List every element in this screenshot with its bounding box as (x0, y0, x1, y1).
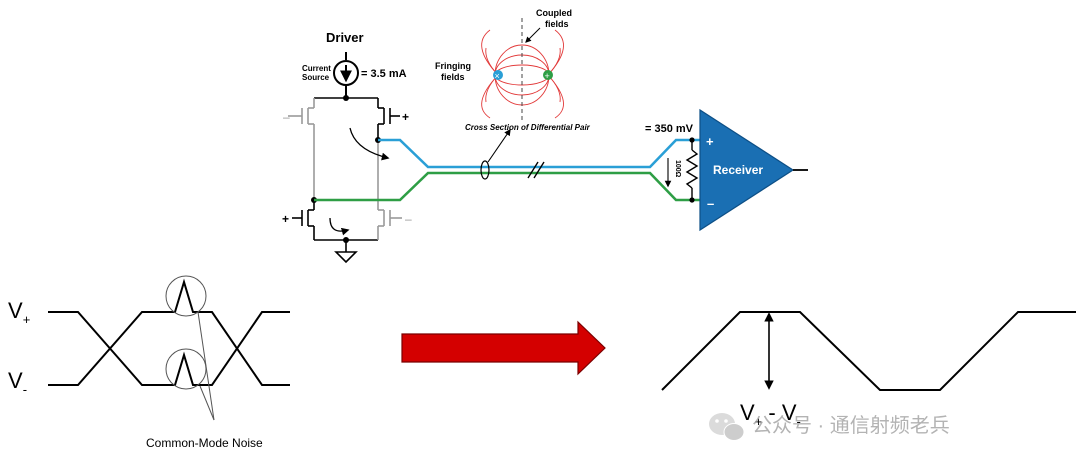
current-source-label-2: Source (302, 73, 330, 82)
current-path-arrow-top (349, 127, 390, 161)
receiver-minus: – (707, 196, 714, 211)
diff-label: V+ - V- (740, 400, 801, 429)
vplus-label: V+ (8, 298, 30, 327)
cross-section-caption: Cross Section of Differential Pair (465, 123, 591, 132)
right-bottom-transistor (377, 200, 402, 240)
termination-resistor (685, 149, 699, 189)
current-value: = 3.5 mA (361, 68, 407, 80)
left-top-transistor (288, 98, 315, 200)
wechat-icon (709, 413, 745, 441)
svg-text:×: × (495, 71, 500, 81)
ground-icon (334, 251, 358, 264)
fringing-label-1: Fringing (435, 61, 471, 71)
receiver-amplifier (699, 108, 795, 232)
cross-section: × + Fringing fields Coupled fields Cross… (435, 8, 591, 132)
conductor-blue-icon (493, 70, 503, 80)
current-path-arrow-bottom (329, 217, 350, 236)
receiver-voltage: = 350 mV (645, 123, 694, 135)
green-wire (314, 171, 700, 202)
minus-bottom-label: – (405, 212, 412, 226)
current-source-label-1: Current (302, 64, 331, 73)
coupled-label-1: Coupled (536, 8, 572, 18)
pair-ellipse (480, 160, 490, 180)
vminus-waveform (48, 278, 290, 386)
noise-label: Common-Mode Noise (146, 436, 263, 450)
diff-waveform (661, 311, 1076, 391)
blue-wire (378, 138, 700, 169)
noise-circle-bottom (165, 348, 207, 390)
minus-top-label: – (283, 110, 290, 124)
plus-bottom-label: + (282, 212, 289, 226)
conductor-plus: + (545, 71, 550, 81)
transmission-lines (314, 128, 700, 202)
driver-title: Driver (326, 30, 364, 45)
transform-arrow (401, 320, 606, 376)
receiver-plus: + (706, 134, 714, 149)
vminus-label: V- (8, 368, 27, 397)
right-top-transistor (377, 98, 400, 140)
watermark: 公众号 · 通信射频老兵 (709, 413, 950, 441)
fringing-label-2: fields (441, 72, 465, 82)
noise-circle-top (165, 275, 207, 317)
waveform-right: V+ - V- (661, 311, 1076, 429)
left-bottom-transistor (292, 200, 378, 241)
receiver: = 350 mV 100Ω + – Receiver (645, 108, 808, 232)
resistor-label: 100Ω (674, 160, 681, 178)
waveform-left: V+ V- Common-Mode Noise (8, 275, 290, 450)
driver-circuit: Driver Current Source = 3.5 mA – (282, 30, 412, 264)
watermark-text: 公众号 · 通信射频老兵 (752, 414, 950, 437)
conductor-green-icon (543, 70, 553, 80)
plus-top-label: + (402, 110, 409, 124)
receiver-label: Receiver (713, 163, 763, 177)
coupled-label-2: fields (545, 19, 569, 29)
